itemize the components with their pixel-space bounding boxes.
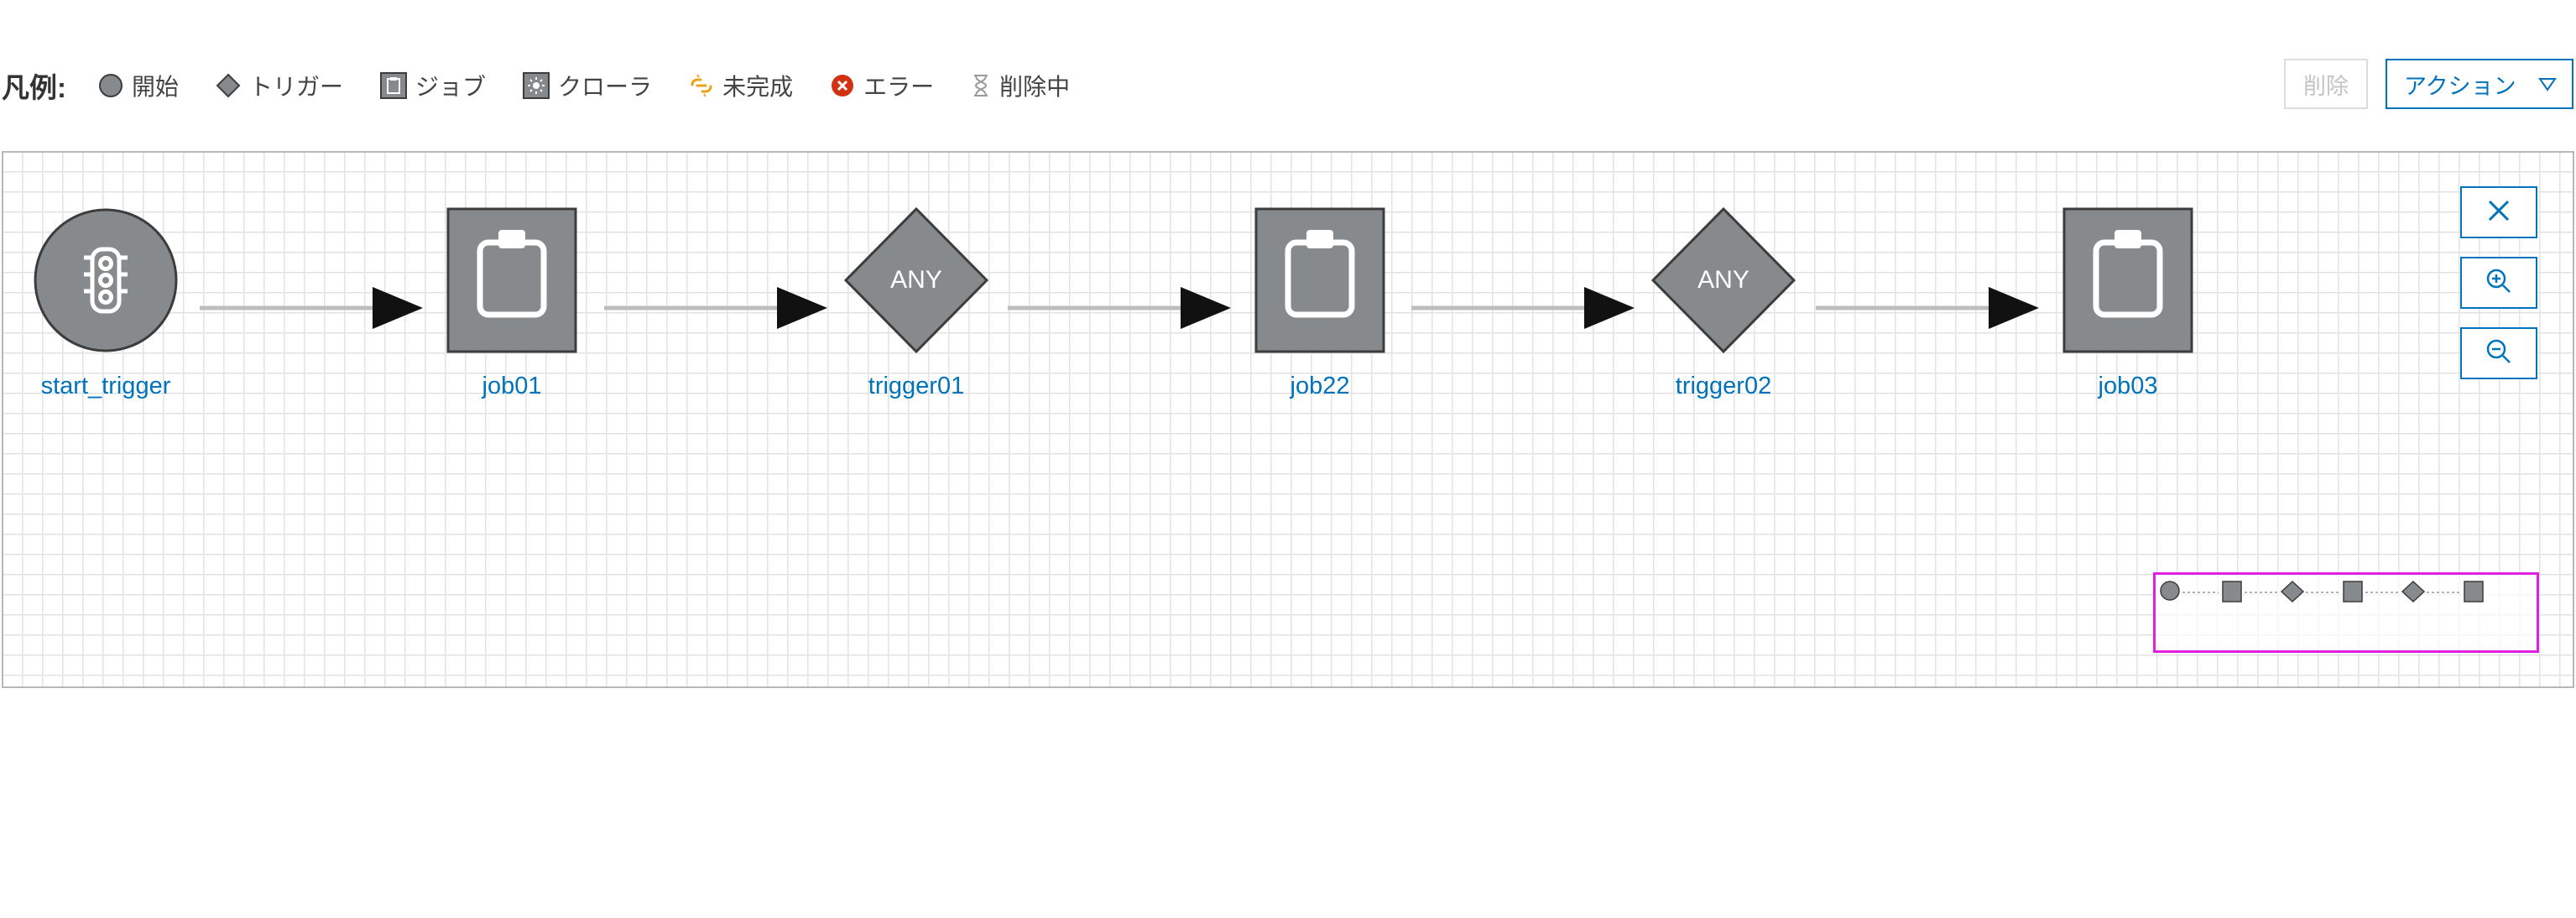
legend: 凡例: 開始 トリガー ジョブ クローラ 未完成 エラー xyxy=(0,67,1107,104)
trigger-condition: ANY xyxy=(890,266,942,294)
clipboard-icon xyxy=(477,230,547,318)
node-trigger02[interactable]: ANY xyxy=(1650,206,1796,354)
clipboard-icon xyxy=(1285,230,1355,318)
action-label: アクション xyxy=(2404,73,2516,99)
workflow-graph: ANY ANY xyxy=(34,206,2193,354)
node-label-job22[interactable]: job22 xyxy=(1290,373,1350,399)
action-dropdown-button[interactable]: アクション xyxy=(2386,59,2573,109)
legend-label: クローラ xyxy=(558,74,653,100)
close-icon xyxy=(2486,198,2511,227)
error-icon xyxy=(830,73,855,98)
legend-label: トリガー xyxy=(249,74,344,100)
trigger-diamond-icon xyxy=(216,73,241,98)
job-clipboard-icon xyxy=(380,72,408,99)
delete-button[interactable]: 削除 xyxy=(2284,59,2368,109)
legend-title: 凡例: xyxy=(2,72,66,103)
graph-minimap[interactable] xyxy=(2153,572,2539,653)
legend-item-deleting: 削除中 xyxy=(971,69,1070,102)
crawler-icon xyxy=(523,72,550,99)
minimap-graph xyxy=(2160,580,2484,603)
node-label-trigger02[interactable]: trigger02 xyxy=(1675,373,1772,399)
zoom-in-icon xyxy=(2485,268,2512,299)
legend-label: 未完成 xyxy=(722,74,794,100)
legend-item-incomplete: 未完成 xyxy=(689,69,793,102)
legend-item-trigger: トリガー xyxy=(216,69,343,102)
node-label-job03[interactable]: job03 xyxy=(2098,373,2158,399)
node-job01[interactable] xyxy=(446,207,577,353)
traffic-light-icon xyxy=(84,247,128,314)
legend-label: 削除中 xyxy=(999,74,1071,100)
legend-item-start: 開始 xyxy=(98,69,179,102)
clipboard-icon xyxy=(2093,230,2163,318)
zoom-out-icon xyxy=(2485,338,2512,369)
node-trigger01[interactable]: ANY xyxy=(843,206,989,354)
legend-label: 開始 xyxy=(132,74,180,100)
node-label-start_trigger[interactable]: start_trigger xyxy=(40,373,171,399)
triangle-down-icon xyxy=(2537,71,2557,97)
node-label-job01[interactable]: job01 xyxy=(482,373,542,399)
node-job03[interactable] xyxy=(2062,207,2193,353)
hourglass-icon xyxy=(971,73,991,98)
start-circle-icon xyxy=(98,73,123,98)
broken-link-icon xyxy=(689,73,714,98)
legend-label: エラー xyxy=(863,74,935,100)
legend-item-job: ジョブ xyxy=(380,69,486,102)
node-start_trigger[interactable] xyxy=(34,208,178,352)
node-job22[interactable] xyxy=(1254,207,1385,353)
legend-item-crawler: クローラ xyxy=(523,69,652,102)
zoom-in-button[interactable] xyxy=(2460,257,2537,309)
legend-item-error: エラー xyxy=(830,69,934,102)
node-label-trigger01[interactable]: trigger01 xyxy=(868,373,965,399)
workflow-graph-canvas[interactable]: ANY ANY start_trigger job01 trigger01 jo… xyxy=(2,151,2574,688)
reset-view-button[interactable] xyxy=(2460,186,2537,238)
trigger-condition: ANY xyxy=(1697,266,1749,294)
legend-label: ジョブ xyxy=(415,74,487,100)
zoom-out-button[interactable] xyxy=(2460,327,2537,379)
